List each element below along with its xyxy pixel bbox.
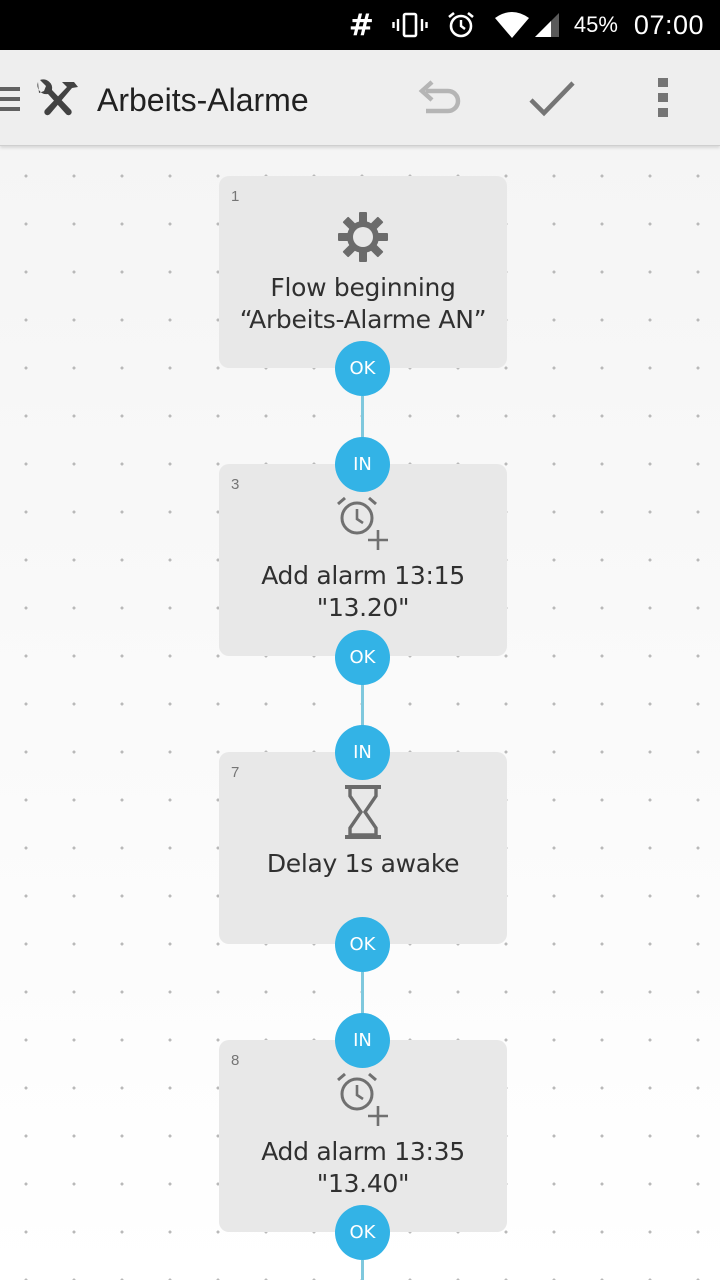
gear-icon: [219, 210, 507, 264]
more-vertical-icon: [658, 78, 668, 117]
block-label: Add alarm 13:15: [261, 561, 465, 590]
block-number: 8: [231, 1052, 240, 1069]
check-icon: [529, 81, 575, 117]
in-port[interactable]: IN: [335, 725, 390, 780]
ok-port[interactable]: OK: [335, 917, 390, 972]
block-number: 7: [231, 764, 240, 781]
battery-level: 45%: [573, 12, 618, 37]
ok-port[interactable]: OK: [335, 1205, 390, 1260]
page-title: Arbeits-Alarme: [97, 82, 309, 118]
app-bar: Arbeits-Alarme: [0, 50, 720, 146]
flow-block-add-alarm[interactable]: 3 Add alarm 13:15 "13.20": [219, 464, 507, 656]
block-label: Flow beginning: [270, 273, 456, 302]
flow-block-flow-beginning[interactable]: 1 Flow beginning “Arbeits-Alarme AN”: [219, 176, 507, 368]
hourglass-icon: [219, 784, 507, 840]
status-bar: # 45% 07:00: [0, 0, 720, 50]
flow-block-add-alarm[interactable]: 8 Add alarm 13:35 "13.40": [219, 1040, 507, 1232]
block-label: Delay 1s awake: [266, 849, 460, 878]
connector-line: [361, 1260, 364, 1280]
block-number: 3: [231, 476, 240, 493]
save-button[interactable]: [524, 76, 580, 120]
ok-port[interactable]: OK: [335, 630, 390, 685]
cell-signal-icon: [534, 12, 560, 38]
vibrate-icon: [392, 12, 428, 38]
block-sublabel: "13.40": [316, 1169, 410, 1198]
add-alarm-icon: [219, 1070, 507, 1130]
clock-time: 07:00: [633, 9, 704, 40]
tools-icon: [32, 78, 80, 125]
overflow-menu-button[interactable]: [650, 74, 676, 122]
add-alarm-icon: [219, 494, 507, 554]
hash-icon: #: [348, 7, 374, 43]
wifi-icon: [494, 11, 530, 39]
in-port[interactable]: IN: [335, 1013, 390, 1068]
flow-canvas[interactable]: 1 Flow beginning “Arbeits-Alarme AN”: [0, 146, 720, 1280]
block-sublabel: “Arbeits-Alarme AN”: [239, 305, 487, 334]
block-sublabel: "13.20": [316, 593, 410, 622]
block-number: 1: [231, 188, 240, 205]
connector-line: [361, 396, 364, 466]
flow-block-delay[interactable]: 7 Delay 1s awake: [219, 752, 507, 944]
undo-button[interactable]: [414, 76, 464, 120]
alarm-clock-icon: [446, 10, 476, 40]
connector-line: [361, 684, 364, 754]
in-port[interactable]: IN: [335, 437, 390, 492]
undo-icon: [418, 80, 461, 114]
drawer-menu-icon[interactable]: [0, 84, 22, 119]
connector-line: [361, 972, 364, 1042]
ok-port[interactable]: OK: [335, 341, 390, 396]
block-label: Add alarm 13:35: [261, 1137, 465, 1166]
